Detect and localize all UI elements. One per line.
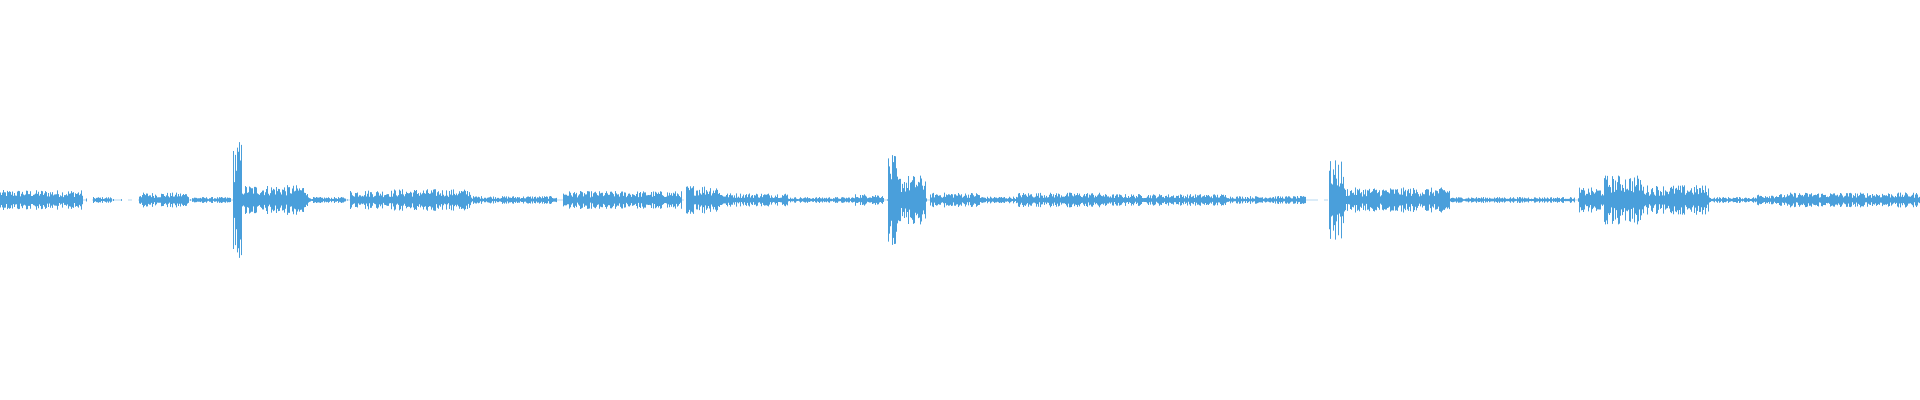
waveform-bars — [0, 142, 1920, 258]
